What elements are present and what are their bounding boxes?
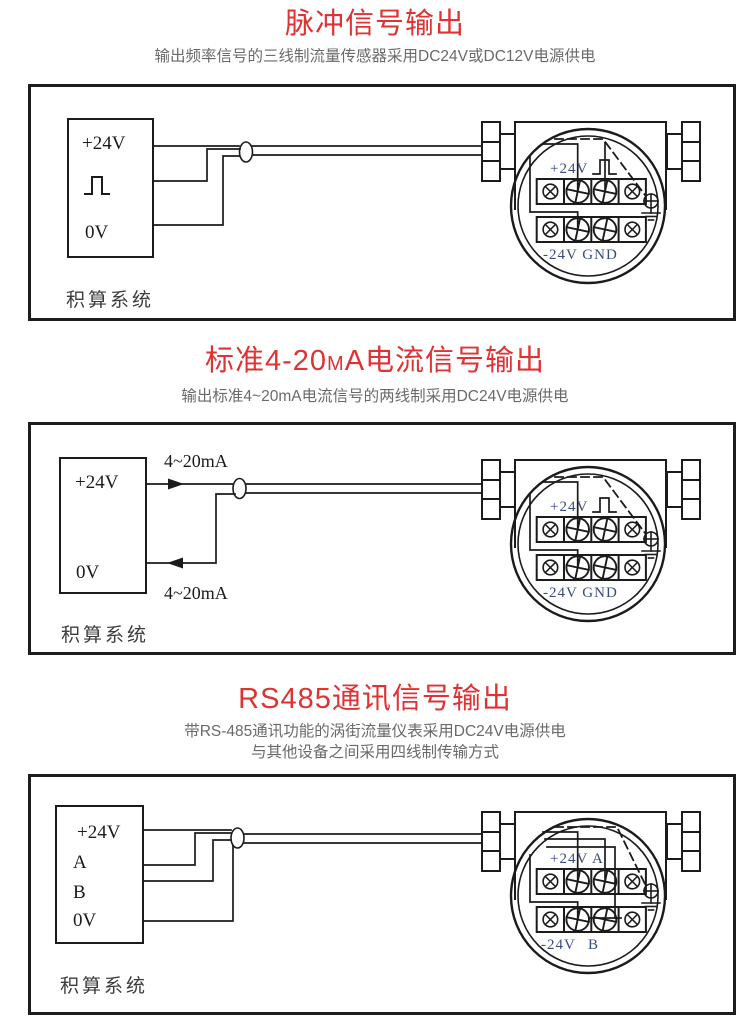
totalizer-plus24v-label: +24V <box>82 133 126 154</box>
pulse-wiring-diagram: +24V 0V 积算系统 +24V -24V GND <box>66 118 733 311</box>
pulse-waveform-icon <box>592 497 617 513</box>
current-wiring-diagram: +24V 0V 4~20mA 4~20mA 积算系统 +24V -24V GND <box>59 451 733 646</box>
device-top-terminal-label: +24V <box>550 499 588 515</box>
section1-title: 脉冲信号输出 <box>284 8 465 40</box>
device-top-terminal-label2: A <box>592 851 604 867</box>
section2-title: 标准4-20MA电流信号输出 <box>0 343 750 382</box>
section1-subtitle: 输出频率信号的三线制流量传感器采用DC24V或DC12V电源供电 <box>154 48 596 65</box>
cable-junction-icon <box>232 477 247 500</box>
device-wire-gnd <box>529 494 579 569</box>
pulse-waveform-icon <box>592 159 617 175</box>
device-wire-24v <box>542 831 579 883</box>
totalizer-plus24v-label: +24V <box>77 822 121 843</box>
totalizer-box <box>59 457 147 594</box>
title-part: A电流信号输出 <box>344 345 546 377</box>
totalizer-system-label: 积算系统 <box>60 975 148 997</box>
device-wire-b <box>546 846 616 919</box>
totalizer-box <box>55 805 144 944</box>
cable-junction-icon <box>230 827 245 849</box>
arrow-right-icon <box>168 478 184 490</box>
totalizer-0v-label: 0V <box>85 222 109 243</box>
section3-subtitle: 带RS-485通讯功能的涡街流量仪表采用DC24V电源供电 与其他设备之间采用四… <box>0 721 750 763</box>
wire-b <box>142 839 232 882</box>
pulse-waveform-icon <box>84 176 110 195</box>
cable-junction-icon <box>238 141 254 163</box>
totalizer-0v-label: 0V <box>76 562 100 583</box>
subtitle-line1: 带RS-485通讯功能的涡街流量仪表采用DC24V电源供电 <box>184 723 566 740</box>
arrow-left-icon <box>167 557 183 569</box>
device-wire-24v <box>542 481 579 531</box>
section2-subtitle: 输出标准4~20mA电流信号的两线制采用DC24V电源供电 <box>181 388 569 405</box>
device-bottom-terminal-label: -24V GND <box>543 585 618 601</box>
rs485-output-panel: +24V A B 0V 积算系统 +24V A -24V B <box>28 774 736 1015</box>
totalizer-plus24v-label: +24V <box>75 472 119 493</box>
device-top-terminal-label: +24V <box>550 851 588 867</box>
shield-dashed-wire <box>554 826 647 886</box>
shield-dashed-wire <box>554 138 647 197</box>
device-wire-gnd <box>529 156 579 231</box>
current-output-panel: +24V 0V 4~20mA 4~20mA 积算系统 +24V -24V GND <box>28 422 736 655</box>
totalizer-0v-label: 0V <box>73 910 97 931</box>
title-part-small-m: M <box>327 353 345 375</box>
totalizer-box <box>67 118 154 258</box>
device-wire-a <box>544 838 606 883</box>
totalizer-system-label: 积算系统 <box>61 624 149 646</box>
device-wire-24v <box>542 143 579 193</box>
wire-0v <box>152 155 240 226</box>
device-bottom-terminal-label2: B <box>588 937 599 953</box>
wire-a <box>142 832 232 866</box>
wire-label-4-20ma-top: 4~20mA <box>164 451 228 471</box>
shield-dashed-wire <box>554 476 647 535</box>
totalizer-a-label: A <box>73 852 87 873</box>
device-top-terminal-label: +24V <box>550 161 588 177</box>
device-wire-gnd <box>529 854 579 921</box>
wire-pulse <box>152 148 241 182</box>
wire-0v <box>142 845 234 922</box>
totalizer-b-label: B <box>73 882 86 903</box>
subtitle-line2: 与其他设备之间采用四线制传输方式 <box>250 744 499 761</box>
pulse-output-panel: +24V 0V 积算系统 +24V -24V GND <box>28 84 736 321</box>
device-bottom-terminal-label: -24V <box>541 937 576 953</box>
wire-return <box>145 493 236 564</box>
title-part: 标准4-20 <box>204 345 328 377</box>
device-bottom-terminal-label: -24V GND <box>543 247 618 263</box>
totalizer-system-label: 积算系统 <box>66 289 154 311</box>
rs485-wiring-diagram: +24V A B 0V 积算系统 +24V A -24V B <box>55 805 733 997</box>
section3-title: RS485通讯信号输出 <box>238 683 512 715</box>
wire-label-4-20ma-bottom: 4~20mA <box>164 583 228 603</box>
